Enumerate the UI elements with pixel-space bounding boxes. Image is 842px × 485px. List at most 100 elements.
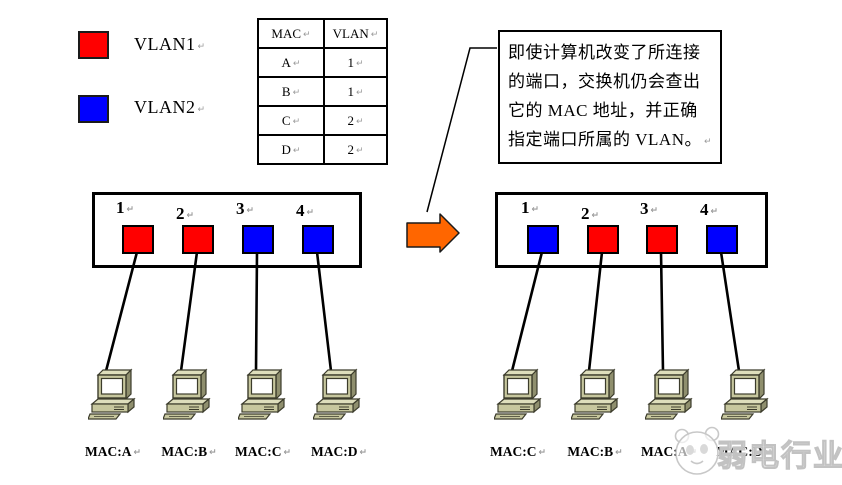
table-cell-mac: C↵ xyxy=(257,105,325,136)
table-cell-vlan: 1↵ xyxy=(323,47,388,78)
port-square xyxy=(122,225,154,254)
computer-icon xyxy=(645,369,692,420)
cables-right xyxy=(510,250,741,373)
return-mark: ↵ xyxy=(303,29,311,40)
table-row: D↵ 2↵ xyxy=(257,134,388,165)
cable-line xyxy=(719,250,741,373)
legend-swatch-vlan2 xyxy=(78,95,109,123)
callout-leader-line xyxy=(426,47,497,213)
return-mark: ↵ xyxy=(538,448,547,458)
port-square xyxy=(182,225,214,254)
table-header-vlan: VLAN↵ xyxy=(323,18,388,49)
return-mark: ↵ xyxy=(359,448,368,458)
return-mark: ↵ xyxy=(283,448,292,458)
mac-label: MAC:A↵ xyxy=(640,444,698,459)
return-mark: ↵ xyxy=(292,116,301,127)
return-mark: ↵ xyxy=(355,87,364,98)
return-mark: ↵ xyxy=(197,105,206,115)
port-square xyxy=(242,225,274,254)
return-mark: ↵ xyxy=(615,448,623,458)
mac-label: MAC:D↵ xyxy=(310,444,368,459)
return-mark: ↵ xyxy=(591,211,600,221)
return-mark: ↵ xyxy=(292,145,301,156)
table-row: C↵ 2↵ xyxy=(257,105,388,136)
return-mark: ↵ xyxy=(306,208,315,218)
port-square xyxy=(302,225,334,254)
cable-line xyxy=(315,250,333,373)
table-cell-mac: D↵ xyxy=(257,134,325,165)
port-number: 2↵ xyxy=(175,204,195,223)
computer-icon xyxy=(494,369,541,420)
table-row: B↵ 1↵ xyxy=(257,76,388,107)
computer-icon xyxy=(571,369,618,420)
legend-swatch-vlan1 xyxy=(78,31,109,59)
return-mark: ↵ xyxy=(209,448,217,458)
legend-label-vlan2: VLAN2↵ xyxy=(134,97,206,118)
callout-text: 即使计算机改变了所连接的端口，交换机仍会查出它的 MAC 地址，并正确指定端口所… xyxy=(508,43,702,149)
mac-vlan-table: MAC↵ VLAN↵ A↵ 1↵ B↵ 1↵ C↵ 2↵ D↵ 2↵ xyxy=(257,18,388,165)
return-mark: ↵ xyxy=(355,58,364,69)
return-mark: ↵ xyxy=(764,448,773,458)
mac-label: MAC:A↵ xyxy=(84,444,142,459)
computer-icon xyxy=(163,369,210,420)
legend-text: VLAN1 xyxy=(134,34,196,54)
table-row: A↵ 1↵ xyxy=(257,47,388,78)
table-cell-vlan: 2↵ xyxy=(323,105,388,136)
return-mark: ↵ xyxy=(197,42,206,52)
mac-label: MAC:D↵ xyxy=(715,444,773,459)
table-cell-vlan: 1↵ xyxy=(323,76,388,107)
port-square xyxy=(646,225,678,254)
return-mark: ↵ xyxy=(246,206,255,216)
port-number: 2↵ xyxy=(580,204,600,223)
return-mark: ↵ xyxy=(710,207,719,217)
mac-label: MAC:B↵ xyxy=(567,444,623,459)
port-square xyxy=(706,225,738,254)
return-mark: ↵ xyxy=(292,58,301,69)
port-number: 4↵ xyxy=(699,200,719,219)
port-number: 3↵ xyxy=(639,199,659,218)
return-mark: ↵ xyxy=(370,29,379,40)
cable-line xyxy=(659,250,665,373)
port-square xyxy=(587,225,619,254)
cables-left xyxy=(104,250,333,373)
legend-text: VLAN2 xyxy=(134,97,196,117)
cable-line xyxy=(104,250,139,373)
transition-arrow-icon xyxy=(406,213,460,253)
switch-left: 1↵ 2↵ 3↵ 4↵ xyxy=(92,192,362,268)
return-mark: ↵ xyxy=(355,116,364,127)
computer-icon xyxy=(238,369,285,420)
return-mark: ↵ xyxy=(531,205,540,215)
computer-icon xyxy=(313,369,360,420)
return-mark: ↵ xyxy=(292,87,301,98)
return-mark: ↵ xyxy=(650,206,659,216)
table-header-mac: MAC↵ xyxy=(257,18,325,49)
computer-icon xyxy=(721,369,768,420)
port-square xyxy=(527,225,559,254)
callout-box: 即使计算机改变了所连接的端口，交换机仍会查出它的 MAC 地址，并正确指定端口所… xyxy=(498,30,722,164)
mac-label: MAC:B↵ xyxy=(161,444,217,459)
cable-line xyxy=(179,250,199,373)
port-number: 3↵ xyxy=(235,199,255,218)
cable-line xyxy=(510,250,544,373)
port-number: 1↵ xyxy=(115,198,135,217)
table-cell-mac: A↵ xyxy=(257,47,325,78)
cable-line xyxy=(587,250,604,373)
mac-label: MAC:C↵ xyxy=(489,444,547,459)
return-mark: ↵ xyxy=(126,205,135,215)
cable-line xyxy=(254,250,259,373)
table-cell-vlan: 2↵ xyxy=(323,134,388,165)
table-header-row: MAC↵ VLAN↵ xyxy=(257,18,388,49)
return-mark: ↵ xyxy=(703,137,713,147)
switch-right: 1↵ 2↵ 3↵ 4↵ xyxy=(495,192,768,268)
return-mark: ↵ xyxy=(689,448,698,458)
return-mark: ↵ xyxy=(186,211,195,221)
computer-icon xyxy=(88,369,135,420)
port-number: 4↵ xyxy=(295,201,315,220)
legend-label-vlan1: VLAN1↵ xyxy=(134,34,206,55)
return-mark: ↵ xyxy=(355,145,364,156)
port-number: 1↵ xyxy=(520,198,540,217)
return-mark: ↵ xyxy=(133,448,142,458)
table-cell-mac: B↵ xyxy=(257,76,325,107)
